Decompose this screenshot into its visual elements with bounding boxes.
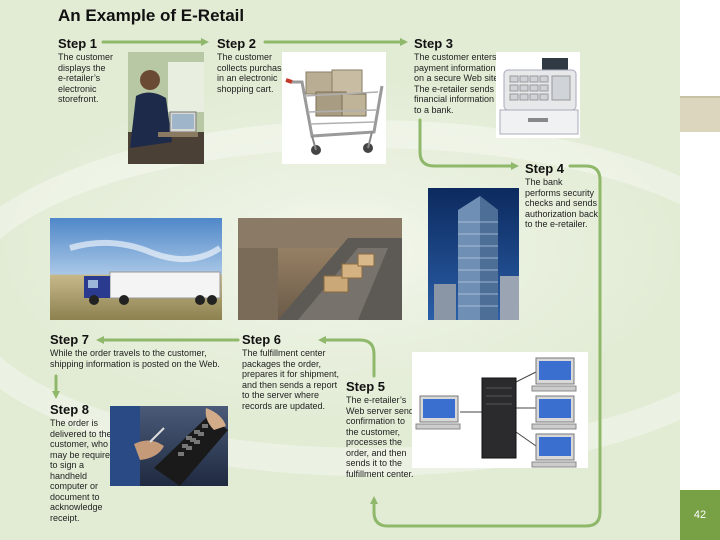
arrow-step5-to-step6 [318,336,376,378]
step-7-text: While the order travels to the customer,… [50,348,220,369]
step-2-text: The customer collects purchases in an el… [217,52,292,94]
step-7: Step 7 While the order travels to the cu… [50,333,220,369]
step-8: Step 8 The order is delivered to the cus… [50,403,115,523]
step-5: Step 5 The e-retailer’s Web server sends… [346,380,418,479]
step-4-heading: Step 4 [525,161,565,176]
right-sidebar [680,0,720,540]
bank-building-photo [428,188,519,320]
step-1-heading: Step 1 [58,36,98,51]
handheld-signature-photo [110,406,228,486]
step-1: Step 1 The customer displays the e-retai… [58,37,113,105]
step-2: Step 2 The customer collects purchases i… [217,37,291,94]
step-8-text: The order is delivered to the customer, … [50,418,116,523]
customer-at-computer-photo [128,52,204,164]
step-8-heading: Step 8 [50,402,90,417]
step-3-heading: Step 3 [414,36,454,51]
sidebar-tan-line [680,96,720,98]
step-1-text: The customer displays the e-retailer’s e… [58,52,114,104]
step-7-heading: Step 7 [50,332,90,347]
sidebar-tan-block [680,96,720,132]
step-4: Step 4 The bank performs security checks… [525,162,598,230]
page-number: 42 [680,490,720,540]
step-3: Step 3 The customer enters payment infor… [414,37,501,115]
arrow-step3-to-step4 [418,118,519,170]
step-4-text: The bank performs security checks and se… [525,177,599,229]
page-title: An Example of E-Retail [58,6,245,25]
cash-register-photo [496,52,580,138]
arrow-step4-to-step5 [370,164,602,528]
step-6-text: The fulfillment center packages the orde… [242,348,340,411]
slide-background: An Example of E-Retail Step 1 The custom… [0,0,680,540]
process-arrows [52,38,602,528]
truck-photo [50,218,222,320]
step-2-heading: Step 2 [217,36,257,51]
step-6: Step 6 The fulfillment center packages t… [242,333,339,411]
step-5-text: The e-retailer’s Web server sends confir… [346,395,419,479]
warehouse-conveyor-photo [238,218,402,320]
shopping-cart-photo [282,52,386,164]
server-network-photo [412,352,588,468]
step-3-text: The customer enters payment information … [414,52,501,115]
step-6-heading: Step 6 [242,332,282,347]
step-5-heading: Step 5 [346,379,386,394]
